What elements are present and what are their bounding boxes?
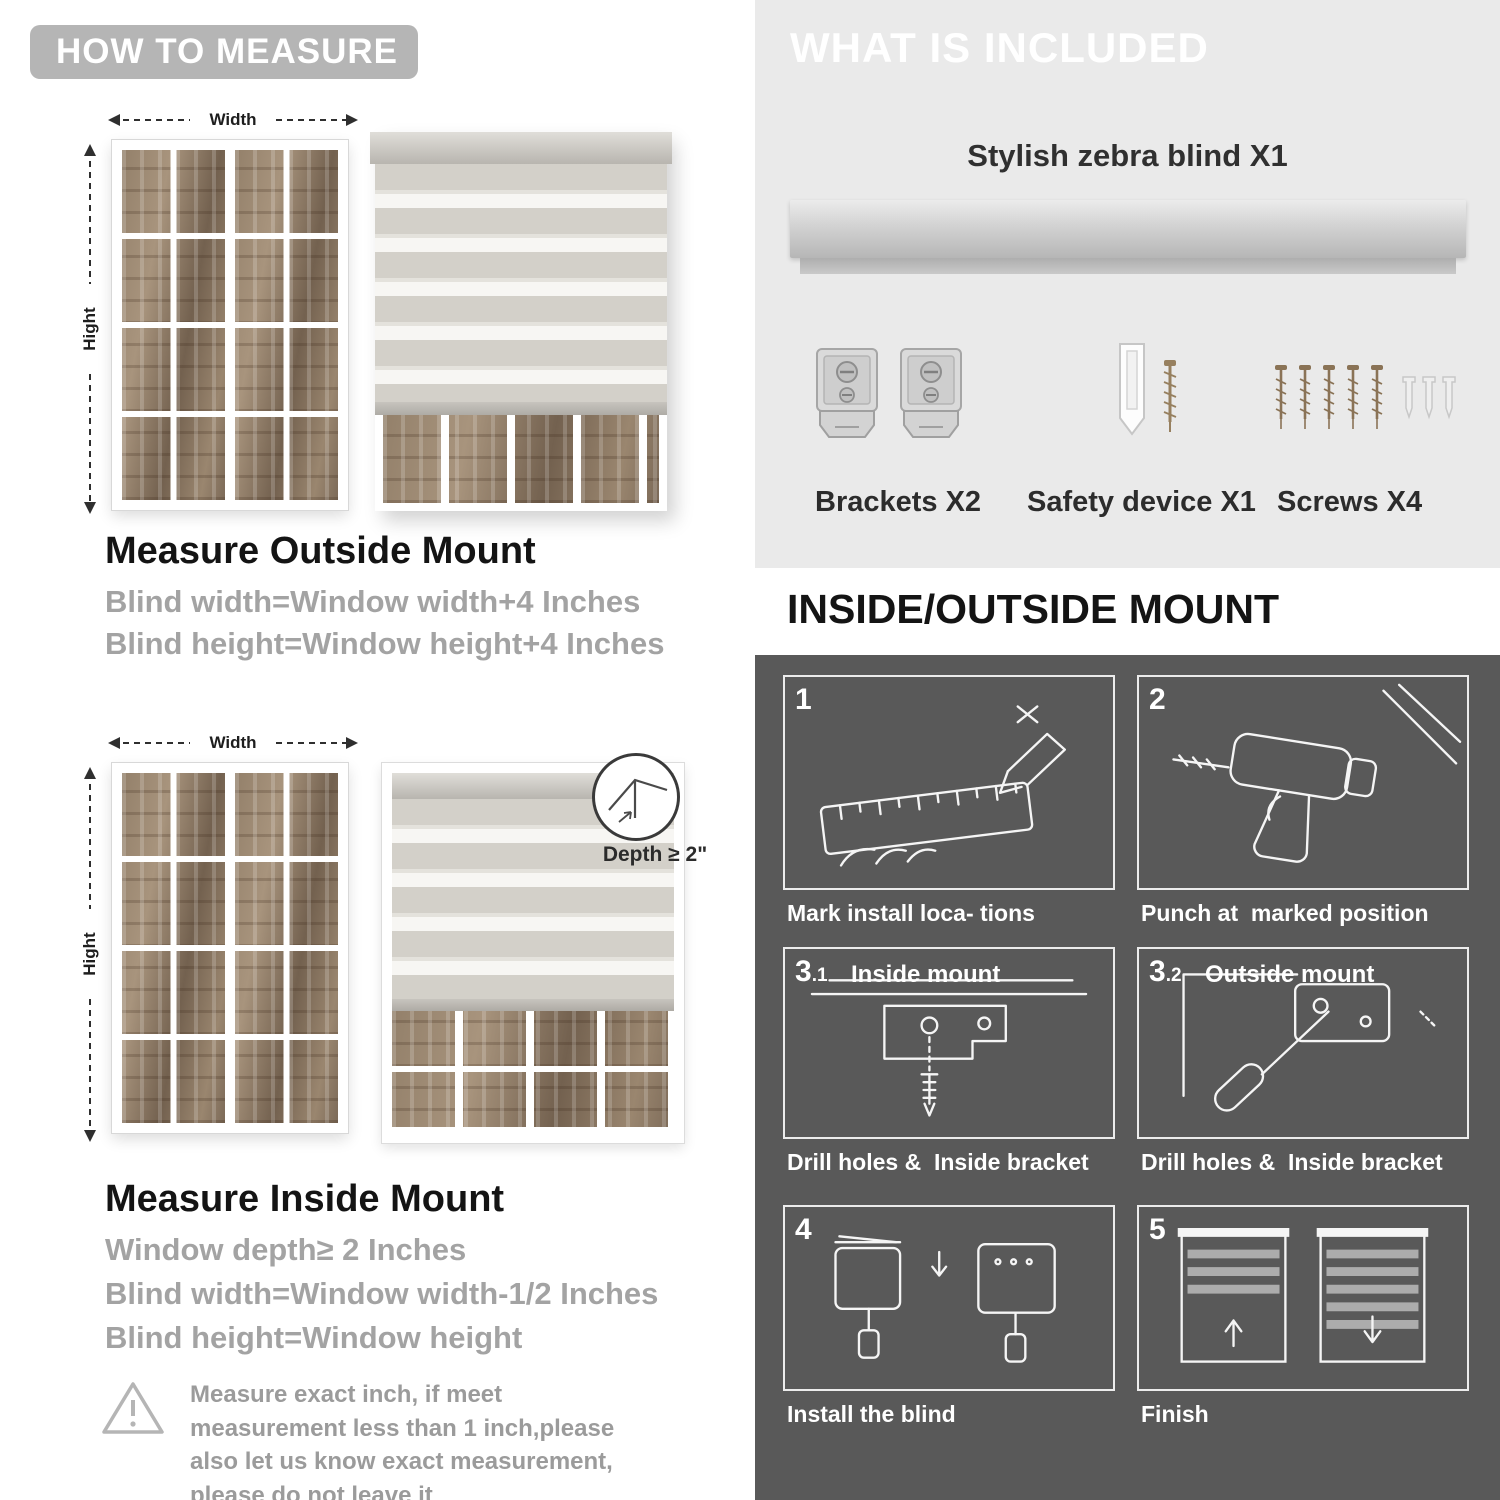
zebra-stripes — [375, 164, 667, 402]
height-label: Hight — [80, 307, 99, 351]
step1-caption: Mark install loca- tions — [787, 900, 1035, 926]
window-corner-icon — [608, 778, 668, 823]
window-sash — [122, 150, 225, 500]
step3-2-outside-bracket-illustration — [1182, 973, 1436, 1112]
step5-finish-illustration — [1177, 1228, 1429, 1363]
step-card-3-2: 3.2 Outside mount — [1137, 947, 1469, 1139]
step-number: 2 — [1149, 683, 1166, 716]
width-arrow: Width — [108, 733, 358, 752]
brackets-label: Brackets X2 — [815, 486, 982, 518]
step2-drill-illustration — [1172, 683, 1462, 863]
window-sash — [122, 773, 225, 1123]
zebra-blind-label: Stylish zebra blind X1 — [967, 138, 1288, 173]
height-label: Hight — [80, 932, 99, 976]
step3-1-inside-bracket-illustration — [810, 979, 1088, 1117]
bracket-icon — [900, 348, 962, 438]
step-card-2: 2 — [1137, 675, 1469, 890]
step-card-1: 1 — [783, 675, 1115, 890]
safety-device-illustration — [1100, 338, 1192, 455]
outside-rule-height: Blind height=Window height+4 Inches — [105, 626, 665, 661]
step-number-sub: .2 — [1165, 965, 1182, 986]
depth-requirement-label: Depth ≥ 2" — [602, 843, 708, 866]
screws-illustration — [1267, 355, 1467, 446]
inside-rule-width: Blind width=Window width-1/2 Inches — [105, 1276, 659, 1311]
brackets-illustration — [813, 345, 965, 445]
blind-bottom-rail — [375, 402, 667, 415]
width-label: Width — [209, 733, 256, 752]
what-is-included-panel: WHAT IS INCLUDED Stylish zebra blind X1 — [755, 0, 1500, 568]
step-number: 4 — [795, 1213, 812, 1246]
blind-bottom-rail — [392, 999, 674, 1011]
step3-2-caption: Drill holes & Inside bracket — [1141, 1149, 1443, 1175]
mount-steps-panel: 1 2 — [755, 655, 1500, 1500]
mount-section-header: INSIDE/OUTSIDE MOUNT — [787, 586, 1280, 632]
step-number-sub: .1 — [811, 965, 828, 986]
step-number: 3 — [1149, 955, 1166, 988]
zebra-blind-headrail — [790, 200, 1466, 274]
outside-mount-title: Measure Outside Mount — [105, 530, 536, 572]
step-card-4: 4 — [783, 1205, 1115, 1391]
window-sash — [235, 150, 338, 500]
warning-triangle-icon — [102, 1382, 164, 1434]
step2-caption: Punch at marked position — [1141, 900, 1429, 926]
window-illustration — [111, 139, 349, 511]
measurement-note-text: Measure exact inch, if meet measurement … — [190, 1381, 615, 1500]
inside-mount-label: Inside mount — [851, 961, 1001, 988]
window-illustration — [111, 762, 349, 1134]
right-column: WHAT IS INCLUDED Stylish zebra blind X1 — [755, 0, 1500, 1500]
step3-1-caption: Drill holes & Inside bracket — [787, 1149, 1089, 1175]
measurement-note: Measure exact inch, if meet measurement … — [100, 1378, 680, 1500]
inside-mount-figure: Width Hight — [60, 715, 740, 1175]
outside-rule-width: Blind width=Window width+4 Inches — [105, 584, 641, 619]
outside-mount-label: Outside mount — [1205, 961, 1375, 988]
bracket-icon — [816, 348, 878, 438]
step1-mark-illustration — [819, 705, 1066, 867]
window-sash — [235, 773, 338, 1123]
screws-icon — [1273, 363, 1456, 431]
safety-device-label: Safety device X1 — [1027, 486, 1256, 518]
step-number: 3 — [795, 955, 812, 988]
screws-label: Screws X4 — [1277, 486, 1423, 518]
width-label: Width — [209, 110, 256, 129]
depth-detail-circle — [592, 753, 680, 841]
step-card-3-1: 3.1 Inside mount — [783, 947, 1115, 1139]
inside-rule-height: Blind height=Window height — [105, 1320, 523, 1355]
window-below-blind — [392, 1011, 674, 1133]
width-arrow: Width — [108, 110, 358, 129]
step5-caption: Finish — [1141, 1401, 1209, 1427]
height-arrow: Hight — [80, 144, 99, 514]
step4-caption: Install the blind — [787, 1401, 956, 1427]
inside-mount-title: Measure Inside Mount — [105, 1178, 505, 1220]
step-number: 1 — [795, 683, 812, 716]
how-to-measure-header: HOW TO MEASURE — [30, 25, 418, 79]
step4-install-illustration — [834, 1235, 1056, 1363]
step-card-5: 5 — [1137, 1205, 1469, 1391]
outside-mount-figure: Width Hight — [60, 100, 710, 525]
zebra-blind-outside-illustration — [370, 132, 672, 511]
step-number: 5 — [1149, 1213, 1166, 1246]
inside-rule-depth: Window depth≥ 2 Inches — [105, 1232, 467, 1267]
window-below-blind — [375, 415, 667, 511]
height-arrow: Hight — [80, 767, 99, 1142]
blind-cassette — [370, 132, 672, 164]
safety-device-icon — [1119, 343, 1177, 436]
what-is-included-header: WHAT IS INCLUDED — [790, 24, 1209, 71]
